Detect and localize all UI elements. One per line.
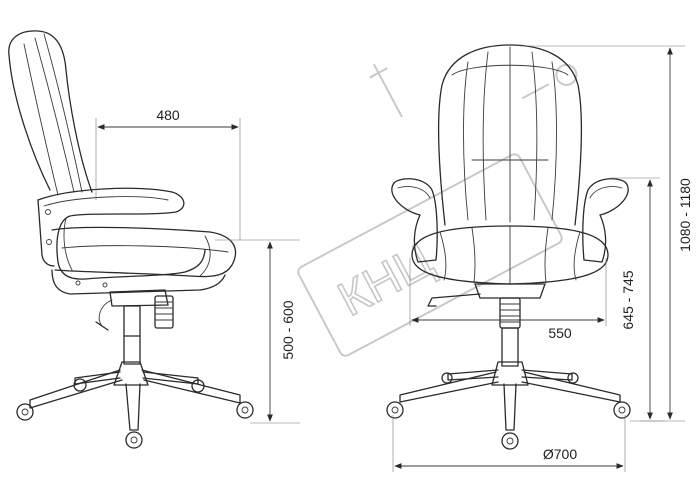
side-armrest	[37, 187, 206, 280]
side-gas-lift-cover	[154, 295, 174, 329]
seat-height-label: 500 - 600	[280, 300, 296, 359]
side-casters	[16, 378, 254, 449]
dim-seat-width: 550	[409, 258, 607, 341]
armrest-height-label: 645 - 745	[620, 270, 636, 329]
front-gas-lift-cover	[499, 297, 521, 329]
front-armrest-left	[391, 178, 438, 263]
front-gas-cylinder	[501, 327, 519, 367]
side-backrest	[8, 30, 93, 193]
chair-front-view	[386, 44, 631, 450]
total-height-label: 1080 - 1180	[677, 178, 693, 252]
side-star-base	[29, 361, 241, 431]
side-gas-cylinder	[123, 305, 141, 365]
front-backrest	[437, 44, 583, 226]
side-seat	[51, 226, 237, 278]
base-diameter-label: Ø700	[543, 446, 577, 462]
watermark-text: КНЦ	[330, 234, 442, 327]
dim-seat-height: 500 - 600	[215, 239, 300, 424]
seat-depth-label: 480	[156, 107, 180, 123]
dim-armrest-height: 645 - 745	[610, 177, 665, 422]
dim-seat-depth: 480	[95, 107, 241, 240]
dim-total-height: 1080 - 1180	[520, 45, 693, 422]
dim-base-diameter: Ø700	[392, 415, 626, 472]
front-casters	[386, 372, 631, 450]
chair-side-view	[8, 30, 254, 449]
front-seat	[411, 225, 609, 285]
seat-width-label: 550	[548, 325, 572, 341]
front-star-base	[399, 361, 621, 431]
front-armrest-right	[582, 178, 629, 263]
